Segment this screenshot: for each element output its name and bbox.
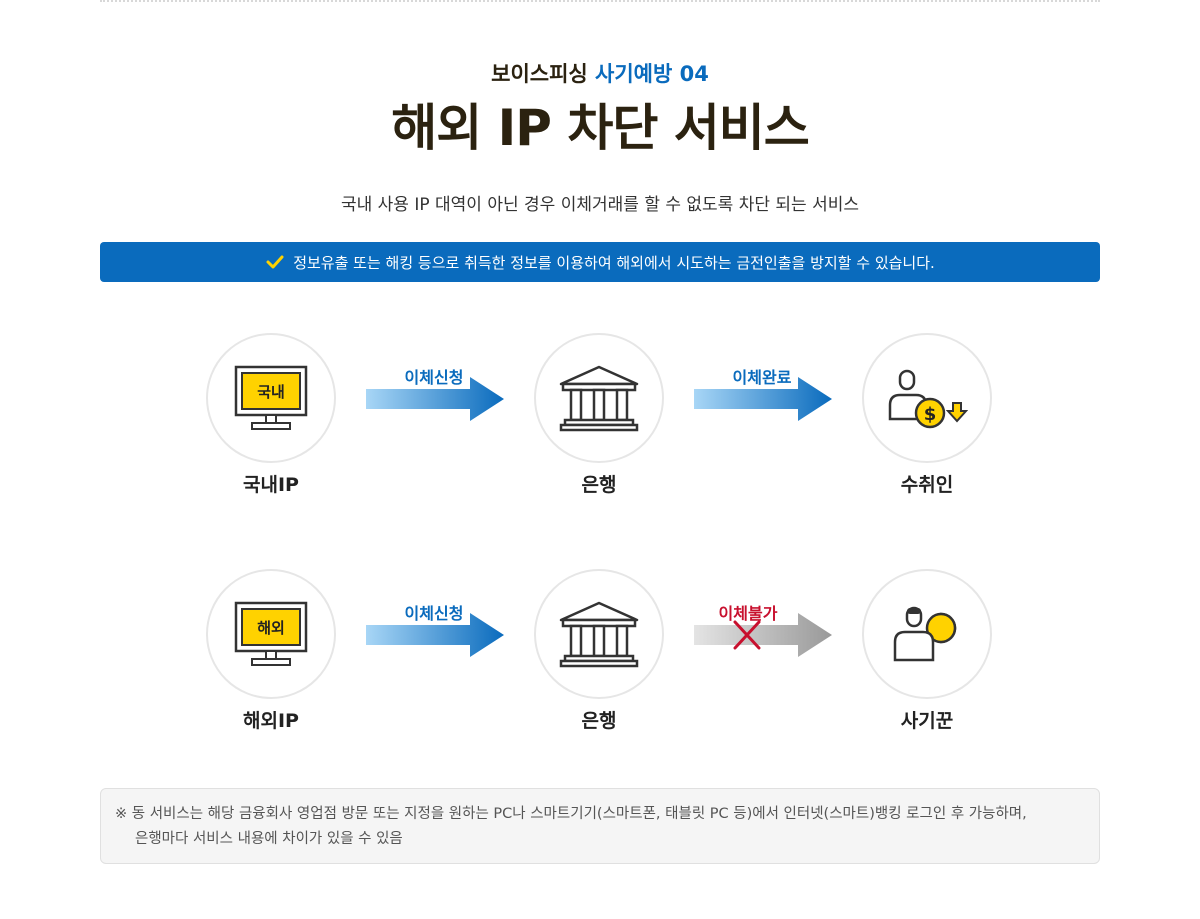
arrow-right-icon [366, 377, 504, 421]
domestic-ip-label: 국내IP [243, 474, 299, 496]
bank-icon [559, 365, 639, 432]
check-icon [266, 255, 284, 269]
recipient-node: $ [862, 333, 992, 463]
top-divider [100, 0, 1100, 2]
page-description: 국내 사용 IP 대역이 아닌 경우 이체거래를 할 수 없도록 차단 되는 서… [340, 195, 860, 215]
bank-label: 은행 [581, 710, 617, 732]
bank-icon [559, 601, 639, 668]
banner-text: 정보유출 또는 해킹 등으로 취득한 정보를 이용하여 해외에서 시도하는 금전… [293, 253, 935, 272]
blocked-arrow-icon [694, 613, 832, 657]
recipient-label: 수취인 [900, 474, 954, 496]
bank-label: 은행 [581, 474, 617, 496]
arrow-right-icon [366, 613, 504, 657]
transfer-blocked-label: 이체불가 [718, 604, 778, 623]
info-banner: 정보유출 또는 해킹 등으로 취득한 정보를 이용하여 해외에서 시도하는 금전… [100, 242, 1100, 282]
notice-line-1: ※ 동 서비스는 해당 금융회사 영업점 방문 또는 지정을 원하는 PC나 스… [115, 806, 1027, 822]
section-subtitle: 보이스피싱 사기예방 04 [0, 58, 1200, 88]
bank-node [534, 333, 664, 463]
overseas-ip-node: 해외 [206, 569, 336, 699]
notice-line-2: 은행마다 서비스 내용에 차이가 있을 수 있음 [135, 831, 403, 847]
arrow-right-icon [694, 377, 832, 421]
notice-box: ※ 동 서비스는 해당 금융회사 영업점 방문 또는 지정을 원하는 PC나 스… [100, 788, 1100, 864]
bank-node [534, 569, 664, 699]
monitor-screen-text: 해외 [257, 619, 285, 637]
transfer-complete-label: 이체완료 [732, 368, 792, 387]
monitor-icon: 국내 [234, 365, 308, 430]
page-title: 해외 IP 차단 서비스 [391, 99, 809, 157]
transfer-request-label: 이체신청 [404, 368, 464, 387]
fraudster-node [862, 569, 992, 699]
transfer-request-label: 이체신청 [404, 604, 464, 623]
recipient-dollar-icon: $ [888, 369, 968, 429]
fraudster-label: 사기꾼 [900, 710, 954, 732]
overseas-ip-label: 해외IP [243, 710, 299, 732]
fraudster-icon [893, 606, 957, 662]
subtitle-accent: 사기예방 04 [595, 62, 709, 86]
monitor-screen-text: 국내 [257, 383, 285, 401]
svg-text:$: $ [924, 404, 937, 425]
subtitle-prefix: 보이스피싱 [491, 62, 588, 86]
monitor-icon: 해외 [234, 601, 308, 666]
domestic-ip-node: 국내 [206, 333, 336, 463]
